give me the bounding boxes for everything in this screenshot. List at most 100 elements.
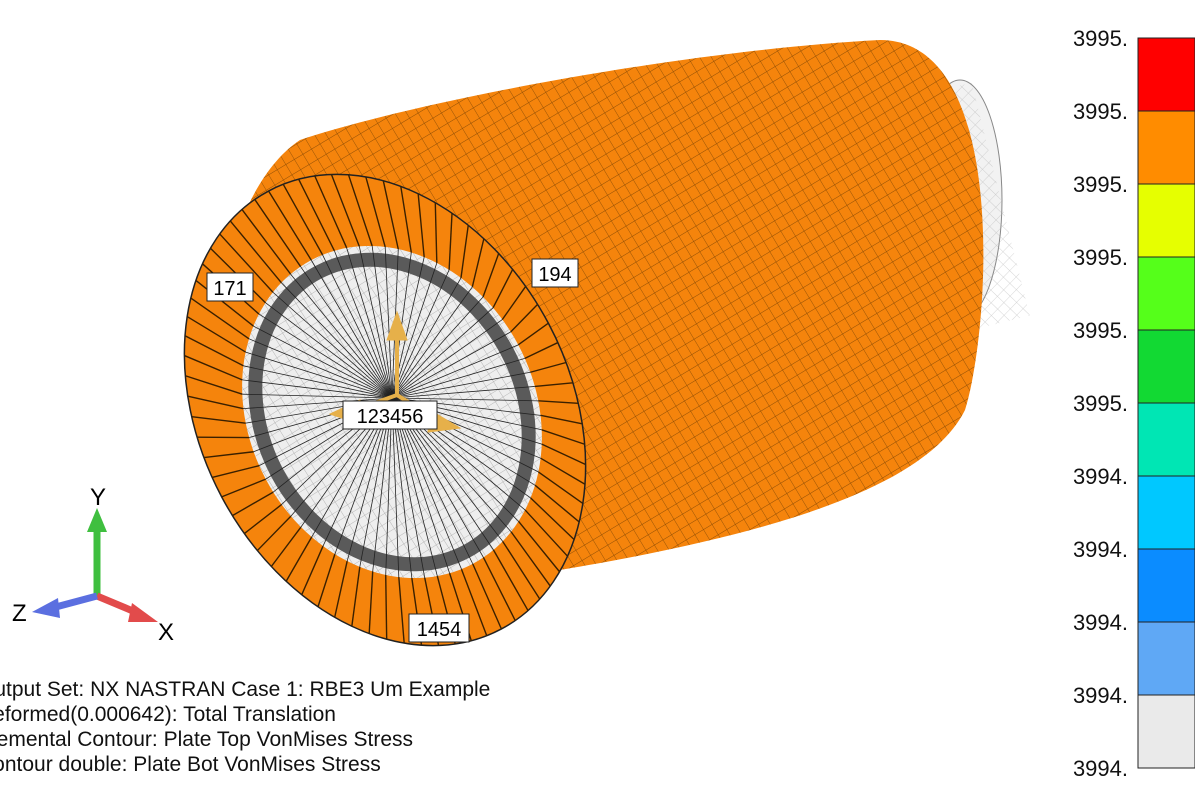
front-face-radial-line [229,220,282,284]
front-face-radial-line [534,484,580,523]
legend-band [1137,37,1195,112]
front-face-radial-line [541,429,585,445]
svg-text:123456: 123456 [357,406,424,428]
front-face-radial-line [285,536,313,582]
legend-tick-label: 3994. [1073,537,1128,562]
rbe3-spider-leg [272,291,393,399]
front-face-radial-line [502,540,541,600]
front-face-radial-line [185,375,243,395]
rbe3-spider-leg [358,246,393,399]
output-info-text: Output Set: NX NASTRAN Case 1: RBE3 Um E… [0,677,738,777]
front-face-radial-line [540,457,586,485]
front-face-radial-line [243,503,283,535]
svg-text:194: 194 [538,264,571,286]
info-line-output-set: Output Set: NX NASTRAN Case 1: RBE3 Um E… [0,678,491,701]
front-face-radial-line [187,395,244,410]
front-face-radial-line [530,497,575,541]
front-face-radial-line [219,233,274,293]
info-line-contour-double: Contour double: Plate Bot VonMises Stres… [0,753,381,776]
front-face-radial-line [482,557,516,621]
legend-tick-label: 3995. [1073,172,1128,197]
legend-tick-label: 3994. [1073,610,1128,635]
rbe3-spider-leg [391,262,438,399]
rbe3-spider-leg [290,273,393,399]
front-face-radial-line [501,286,527,320]
info-line-deformed: Deformed(0.000642): Total Translation [0,703,336,726]
node-label-171: 171 [206,272,254,302]
front-face-radial-line [537,471,584,504]
front-face-radial-line [351,566,361,627]
legend-band [1137,329,1195,404]
legend-tick-labels: 3995.3995.3995.3995.3995.3995.3994.3994.… [1073,26,1128,781]
front-face-radial-line [270,526,302,567]
front-face-radial-line [448,213,453,270]
y-axis-arrow: Y [87,484,107,596]
front-face-radial-line [256,515,292,552]
front-face-radial-line [301,545,324,595]
front-face-radial-line [203,451,254,459]
front-face-radial-line [368,571,374,634]
rbe3-spider-leg [391,357,525,399]
legend-band [1137,548,1195,623]
rbe3-spider-leg [391,286,473,399]
front-face-radial-line [267,190,312,261]
legend-tick-label: 3995. [1073,26,1128,51]
rbe3-spider-leg [334,250,393,399]
front-face-radial-line [221,478,266,498]
legend-band [1137,110,1195,185]
rbe3-spider-leg [243,397,393,410]
front-face-radial-line [510,531,551,587]
front-face-radial-line [211,464,260,479]
inner-ring [248,252,536,572]
front-face-radial-line [347,174,373,247]
svg-text:171: 171 [213,278,246,300]
rbe3-spider-leg [242,379,393,399]
legend-color-bands [1137,37,1195,769]
x-axis-arrow: X [95,592,174,646]
rbe3-spider-leg [281,282,393,399]
front-face-radial-line [298,178,336,252]
rbe3-spider-leg [371,245,393,399]
coordinate-triad: Y X Z [12,484,174,646]
cylinder-mesh-model: 123456 171 194 1454 [183,40,1030,647]
rbe3-spider-leg [346,247,393,399]
front-face-radial-line [524,509,569,557]
legend-band [1137,475,1195,550]
front-face-radial-line [398,577,405,644]
front-face-radial-line [540,414,583,425]
rbe3-spider-leg [391,296,484,399]
y-axis-label: Y [90,484,106,511]
front-face-radial-line [460,568,488,636]
front-face-radial-line [365,176,386,248]
rbe3-spider-leg [310,259,393,399]
front-face-radial-line [254,199,302,267]
rbe3-spider-leg [242,393,393,399]
legend-tick-label: 3994. [1073,756,1128,781]
front-face-radial-line [524,341,559,359]
legend-tick-label: 3995. [1073,99,1128,124]
front-face-radial-line [330,174,360,247]
front-face-radial-line [518,520,561,573]
front-face-radial-line [241,209,292,275]
front-face-radial-line [534,382,573,388]
rbe3-spider-leg [300,266,393,399]
front-face-radial-line [186,315,246,353]
legend-tick-label: 3995. [1073,245,1128,270]
front-face-radial-line [460,225,469,279]
rbe3-spider-leg [322,254,393,399]
legend-tick-label: 3994. [1073,464,1128,489]
front-face-radial-line [195,279,254,327]
front-face-radial-line [434,202,438,263]
rbe3-spider-leg [258,313,393,399]
legend-tick-label: 3994. [1073,683,1128,708]
legend-tick-label: 3995. [1073,391,1128,416]
front-face-radial-line [385,574,388,640]
legend-band [1137,621,1195,696]
front-face-radial-line [492,549,529,611]
rbe3-spider-leg [391,331,511,399]
front-face-radial-line [471,238,485,288]
front-face-radial-line [190,297,250,340]
front-face-radial-line [317,553,336,607]
legend-band [1137,183,1195,258]
